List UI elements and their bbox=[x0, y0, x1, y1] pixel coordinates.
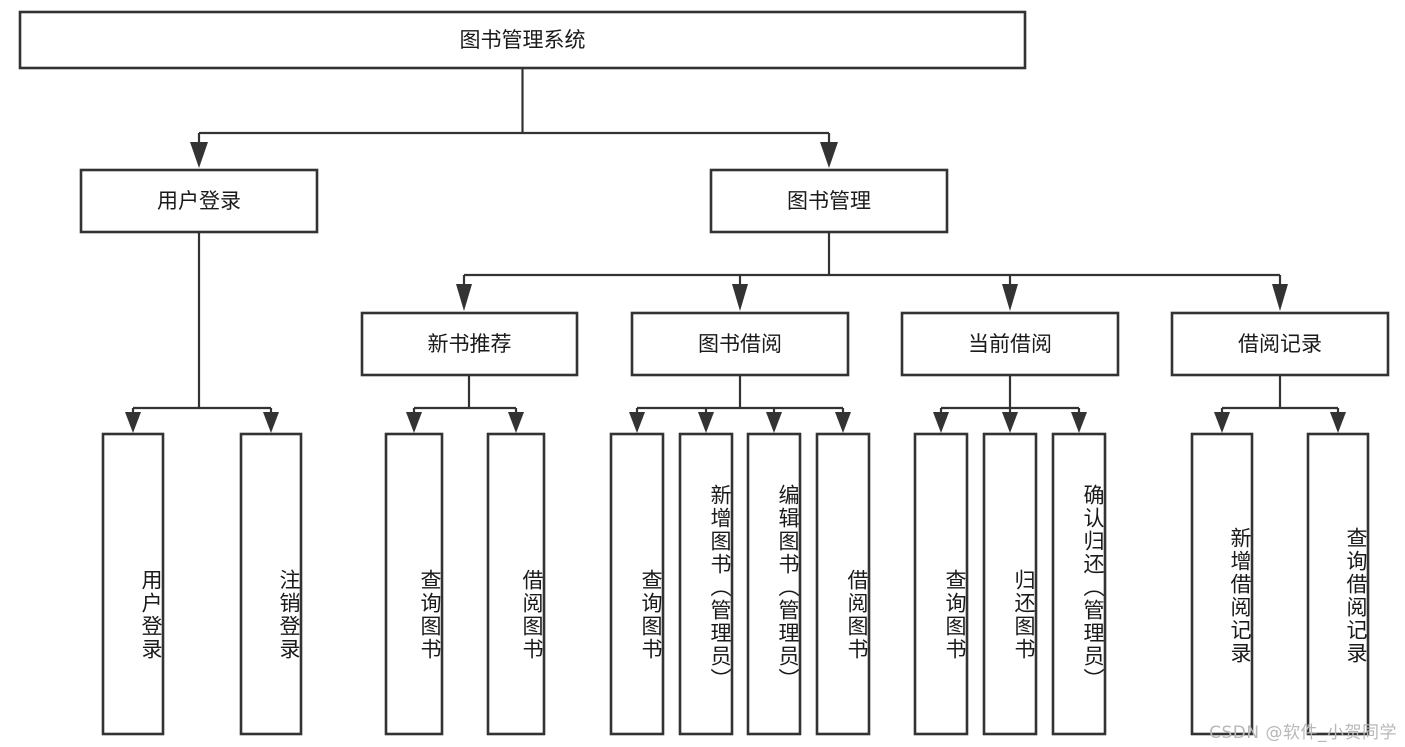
node-user-login[interactable]: 用户登录 bbox=[79, 168, 319, 234]
leaf-boxes-current-borrow bbox=[913, 432, 1107, 736]
node-current-borrow[interactable]: 当前借阅 bbox=[900, 311, 1120, 377]
leaf-boxes-borrow-record bbox=[1190, 432, 1370, 736]
arrow-borrow-record-leaf-1 bbox=[1214, 412, 1230, 433]
leaf-box-book-borrow-2[interactable] bbox=[678, 432, 734, 736]
connector-group-root bbox=[190, 68, 838, 168]
arrow-book-mgmt-to-book-borrow bbox=[732, 284, 748, 311]
arrow-book-mgmt-to-current-borrow bbox=[1002, 284, 1018, 311]
arrow-book-borrow-leaf-4 bbox=[835, 412, 851, 433]
arrow-root-to-book-mgmt bbox=[820, 142, 838, 168]
arrow-book-mgmt-to-borrow-record bbox=[1272, 284, 1288, 311]
leaf-box-new-book-1[interactable] bbox=[384, 432, 444, 736]
connector-group-borrow-record bbox=[1214, 375, 1346, 433]
node-borrow-record-label: 借阅记录 bbox=[1238, 332, 1322, 356]
arrow-new-book-leaf-2 bbox=[508, 412, 524, 433]
arrow-current-borrow-leaf-2 bbox=[1002, 412, 1018, 433]
connector-group-book-mgmt bbox=[456, 232, 1288, 311]
leaf-box-user-login-2[interactable] bbox=[239, 432, 303, 736]
leaf-box-user-login-1[interactable] bbox=[101, 432, 165, 736]
leaf-box-borrow-record-1[interactable] bbox=[1190, 432, 1254, 736]
arrow-user-login-leaf-2 bbox=[263, 412, 279, 433]
leaf-box-current-borrow-1[interactable] bbox=[913, 432, 969, 736]
node-current-borrow-label: 当前借阅 bbox=[968, 332, 1052, 356]
node-book-mgmt-label: 图书管理 bbox=[787, 189, 871, 213]
leaf-box-book-borrow-4[interactable] bbox=[815, 432, 871, 736]
leaf-boxes-new-book-recommend bbox=[384, 432, 546, 736]
arrow-book-borrow-leaf-1 bbox=[629, 412, 645, 433]
connector-group-book-borrow bbox=[629, 375, 851, 433]
node-book-borrow-label: 图书借阅 bbox=[698, 332, 782, 356]
node-user-login-box[interactable] bbox=[79, 168, 319, 234]
arrow-current-borrow-leaf-1 bbox=[933, 412, 949, 433]
arrow-borrow-record-leaf-2 bbox=[1330, 412, 1346, 433]
node-root-box[interactable] bbox=[18, 10, 1027, 70]
leaf-box-borrow-record-2[interactable] bbox=[1306, 432, 1370, 736]
leaf-boxes-user-login bbox=[101, 432, 303, 736]
arrow-user-login-leaf-1 bbox=[125, 412, 141, 433]
node-book-mgmt-box[interactable] bbox=[709, 168, 949, 234]
arrow-book-borrow-leaf-2 bbox=[698, 412, 714, 433]
leaf-box-book-borrow-1[interactable] bbox=[609, 432, 665, 736]
node-current-borrow-box[interactable] bbox=[900, 311, 1120, 377]
leaf-box-current-borrow-3[interactable] bbox=[1051, 432, 1107, 736]
arrow-current-borrow-leaf-3 bbox=[1071, 412, 1087, 433]
leaf-box-book-borrow-3[interactable] bbox=[746, 432, 802, 736]
arrow-book-borrow-leaf-3 bbox=[766, 412, 782, 433]
node-new-book-recommend[interactable]: 新书推荐 bbox=[360, 311, 579, 377]
node-user-login-label: 用户登录 bbox=[157, 189, 241, 213]
node-borrow-record-box[interactable] bbox=[1170, 311, 1390, 377]
arrow-new-book-leaf-1 bbox=[406, 412, 422, 433]
leaf-box-new-book-2[interactable] bbox=[486, 432, 546, 736]
node-root[interactable]: 图书管理系统 bbox=[18, 10, 1027, 70]
node-book-mgmt[interactable]: 图书管理 bbox=[709, 168, 949, 234]
node-root-label: 图书管理系统 bbox=[460, 28, 586, 52]
node-book-borrow-box[interactable] bbox=[630, 311, 850, 377]
node-borrow-record[interactable]: 借阅记录 bbox=[1170, 311, 1390, 377]
node-new-book-recommend-box[interactable] bbox=[360, 311, 579, 377]
connector-group-new-book bbox=[406, 375, 524, 433]
leaf-box-current-borrow-2[interactable] bbox=[982, 432, 1038, 736]
node-book-borrow[interactable]: 图书借阅 bbox=[630, 311, 850, 377]
node-new-book-recommend-label: 新书推荐 bbox=[428, 332, 512, 356]
watermark-text: CSDN @软件_小贺同学 bbox=[1209, 723, 1397, 743]
connector-group-current-borrow bbox=[933, 375, 1087, 433]
leaf-boxes-book-borrow bbox=[609, 432, 871, 736]
arrow-book-mgmt-to-new-book bbox=[456, 284, 472, 311]
arrow-root-to-user-login bbox=[190, 142, 208, 168]
connector-group-user-login bbox=[125, 232, 279, 433]
